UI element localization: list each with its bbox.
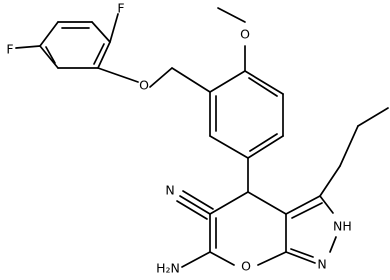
bond xyxy=(97,67,139,83)
bond xyxy=(209,191,249,215)
bond xyxy=(39,45,59,69)
atom-label-o-ether: O xyxy=(139,78,149,93)
bond xyxy=(209,251,235,266)
atom-label-o-methoxy: O xyxy=(240,27,250,42)
atom-label-o-pyran: O xyxy=(241,259,251,274)
atom-label-nh-pyrazole: NH xyxy=(333,219,352,234)
bond xyxy=(97,41,111,69)
bond-double-inner xyxy=(93,43,105,65)
bond xyxy=(319,165,341,197)
bond xyxy=(209,135,249,159)
bond-double-inner xyxy=(249,133,278,152)
atom-labels: F F O O N NH N O H₂N xyxy=(6,1,351,276)
bond-double-outer xyxy=(291,202,323,219)
bond xyxy=(285,195,321,215)
atom-label-amino: H₂N xyxy=(156,261,180,276)
bond xyxy=(171,67,211,93)
bond xyxy=(91,21,111,43)
atom-label-n-pyrazole: N xyxy=(317,257,326,272)
bond xyxy=(244,70,284,95)
bond xyxy=(217,7,246,23)
bond-triple xyxy=(176,200,208,220)
atom-label-f-left: F xyxy=(6,42,13,57)
bond xyxy=(319,195,334,214)
bond xyxy=(257,251,287,266)
bond-triple xyxy=(182,190,214,210)
bond xyxy=(209,70,246,93)
bond-double-inner xyxy=(45,46,56,64)
bond xyxy=(247,191,287,215)
bond xyxy=(339,125,359,167)
bond xyxy=(109,13,119,43)
bond-triple xyxy=(179,195,211,215)
bond xyxy=(285,251,316,264)
bond-double-outer xyxy=(290,248,314,258)
bond-double-inner xyxy=(248,77,278,97)
atom-label-f-top: F xyxy=(117,1,124,16)
bond xyxy=(39,21,59,47)
bond xyxy=(329,236,337,253)
bond xyxy=(15,45,41,49)
bond xyxy=(149,67,173,88)
bond-lines xyxy=(15,7,389,268)
atom-label-n-nitrile: N xyxy=(165,183,174,198)
bond xyxy=(181,251,211,268)
bond xyxy=(247,135,284,159)
bond xyxy=(357,107,389,127)
